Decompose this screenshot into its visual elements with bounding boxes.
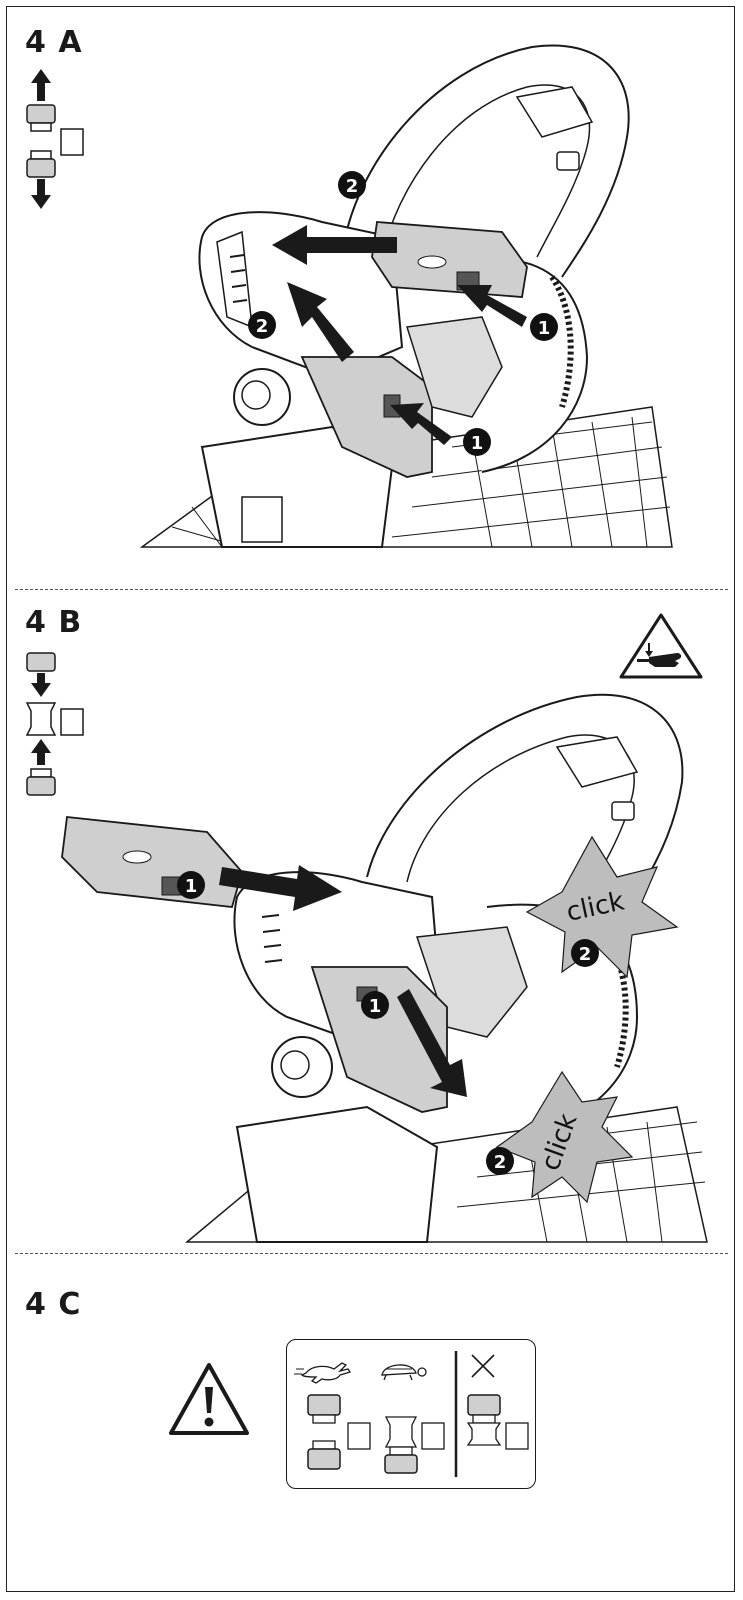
step-1-text: 1 <box>538 318 551 339</box>
section-4c: 4 C <box>7 1261 736 1591</box>
step-badge-2-upper-4b: 2 <box>571 939 599 967</box>
section-4c-label: 4 C <box>25 1287 82 1322</box>
step-1-text-4b-b: 1 <box>369 996 382 1017</box>
arrow-up-icon <box>31 69 51 101</box>
step-badge-2-upper: 2 <box>338 171 366 199</box>
step-badge-1-lower-4b: 1 <box>361 991 389 1019</box>
battery-config-one <box>384 1416 445 1474</box>
page-frame: 4 A <box>6 6 735 1592</box>
battery-upper <box>371 221 528 298</box>
section-4a: 4 A <box>7 7 736 587</box>
step-1-text-b: 1 <box>471 433 484 454</box>
step-1-text-4b: 1 <box>185 876 198 897</box>
step-badge-1-lower: 1 <box>463 428 491 456</box>
battery-remove-diagram-icon <box>26 69 84 209</box>
step-badge-1-upper: 1 <box>530 313 558 341</box>
click-star-lower: click <box>495 1070 634 1204</box>
step-badge-1-left: 1 <box>177 871 205 899</box>
arrow-down-icon <box>31 179 51 209</box>
step-2-text-4b-b: 2 <box>494 1152 507 1173</box>
rabbit-fast-icon <box>294 1362 352 1384</box>
step-2-text-4b: 2 <box>579 944 592 965</box>
click-star-upper: click <box>525 835 679 979</box>
x-mark-icon <box>471 1354 495 1378</box>
battery-config-diagram <box>294 1351 529 1477</box>
battery-config-top-only <box>466 1394 529 1450</box>
warning-triangle-icon <box>169 1363 249 1435</box>
section-4b-label: 4 B <box>25 605 83 640</box>
battery-insert-diagram-icon <box>25 652 84 796</box>
section-divider-1 <box>15 589 728 590</box>
step-2-text-b: 2 <box>256 316 269 337</box>
miter-saw-illustration-4b: click click 1 1 2 2 <box>61 693 708 1243</box>
step-2-text: 2 <box>346 176 359 197</box>
miter-saw-illustration-4a: 2 2 1 1 <box>139 44 673 548</box>
hand-crush-warning-icon <box>619 613 703 679</box>
step-badge-2-lower: 2 <box>248 311 276 339</box>
turtle-slow-icon <box>381 1364 427 1381</box>
section-divider-2 <box>15 1253 728 1254</box>
section-4b: 4 B <box>7 597 736 1252</box>
battery-insert-left <box>61 816 243 908</box>
step-badge-2-lower-4b: 2 <box>486 1147 514 1175</box>
battery-config-two <box>307 1394 371 1470</box>
section-4a-label: 4 A <box>25 25 83 60</box>
